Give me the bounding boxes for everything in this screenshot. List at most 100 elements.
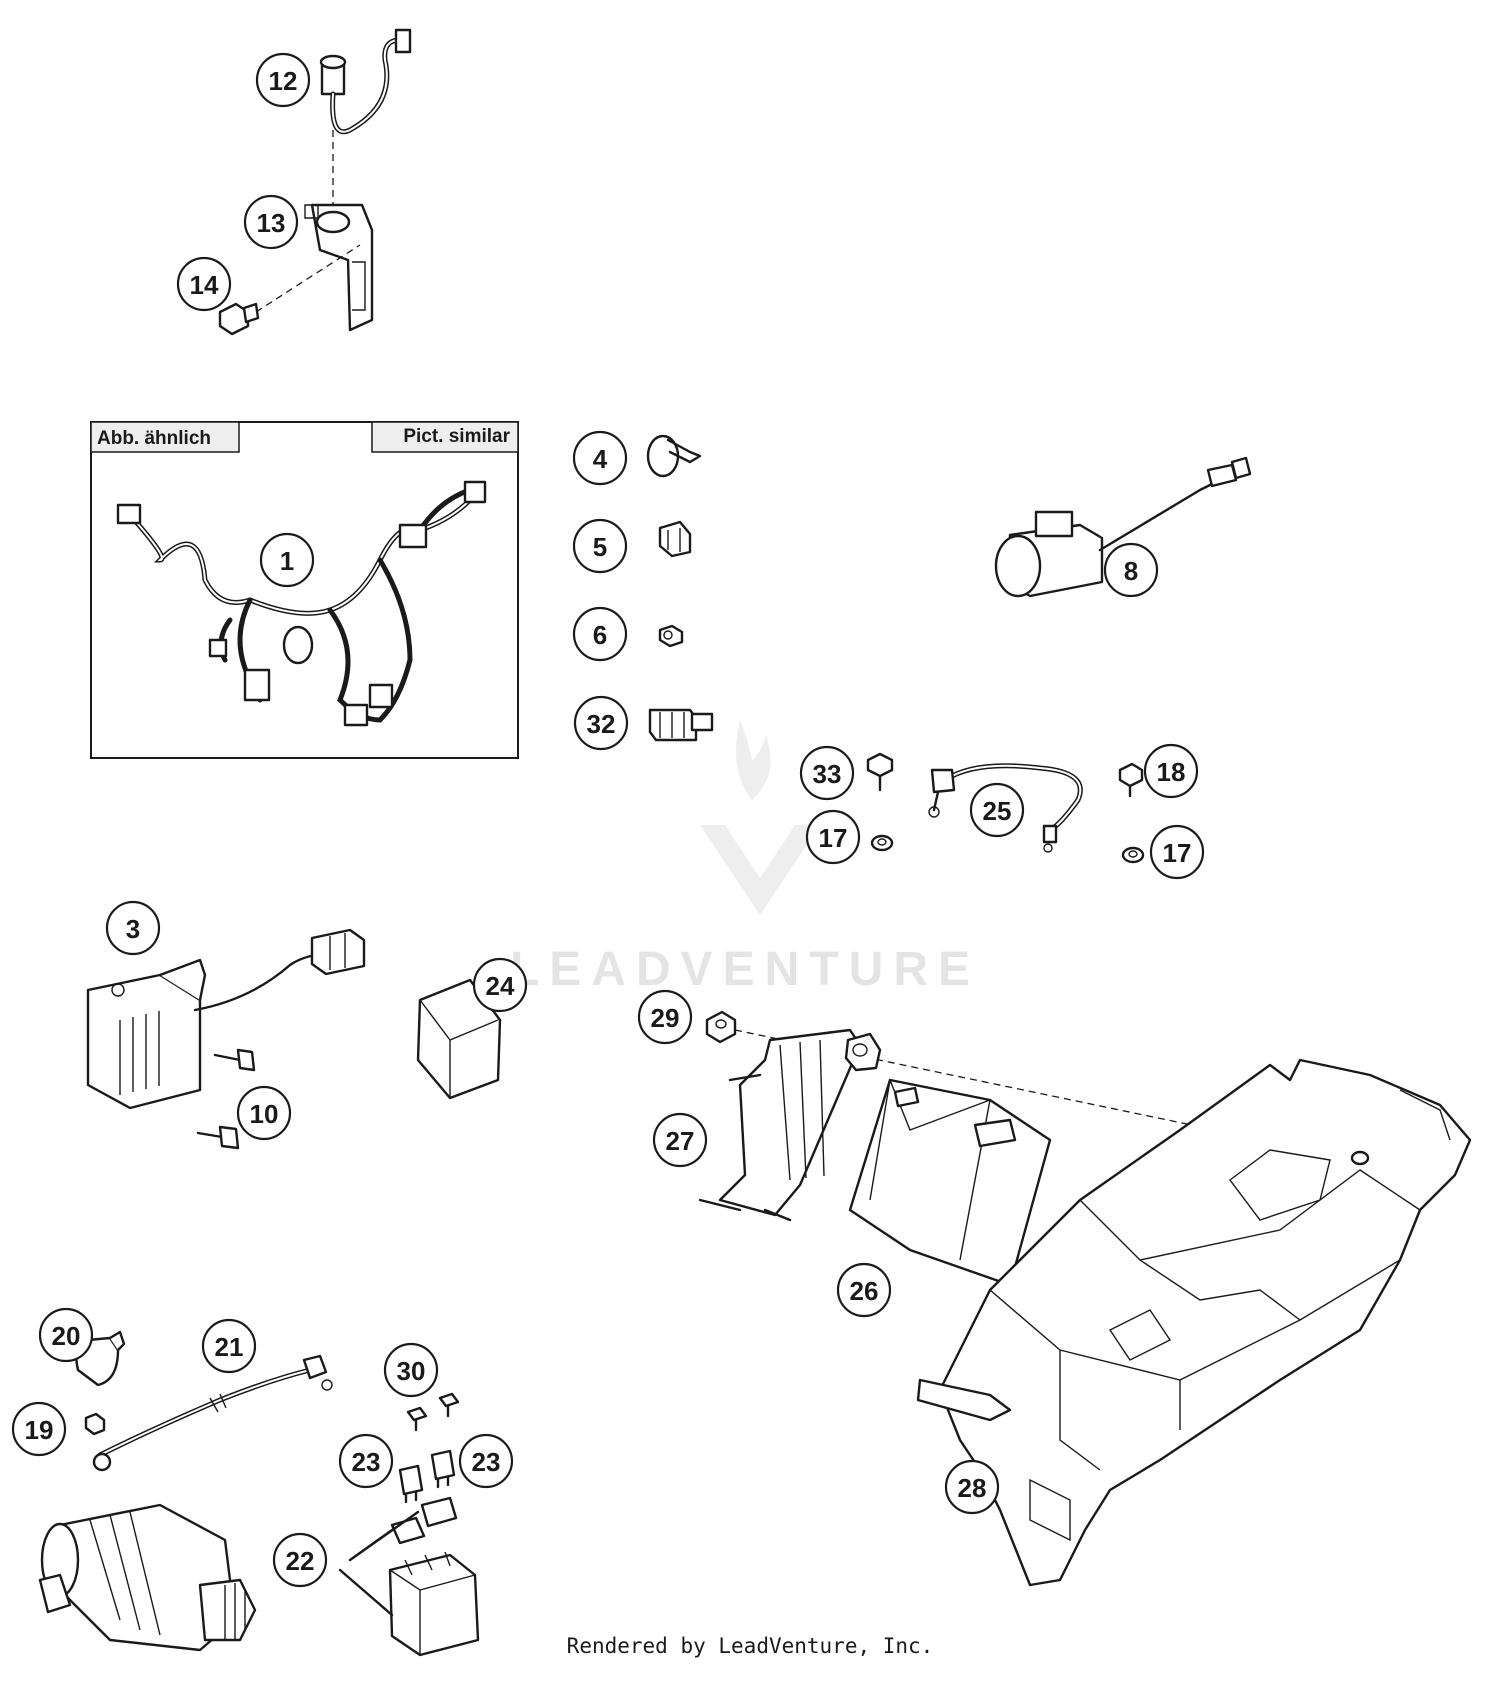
callout-number: 1 xyxy=(280,546,294,576)
callout-17: 17 xyxy=(805,809,861,865)
callout-33: 33 xyxy=(799,745,855,801)
callout-number: 26 xyxy=(850,1276,879,1306)
part-24-cover xyxy=(416,978,502,1100)
callout-circle xyxy=(944,1459,1000,1515)
callout-number: 32 xyxy=(587,709,616,739)
callout-circle xyxy=(105,900,161,956)
part-26-battery xyxy=(848,1078,1052,1287)
callout-21: 21 xyxy=(201,1318,257,1374)
callout-number: 12 xyxy=(269,66,298,96)
callout-number: 17 xyxy=(819,823,848,853)
callout-circle xyxy=(201,1318,257,1374)
label-pict-similar: Pict. similar xyxy=(403,426,510,447)
callout-circle xyxy=(259,532,315,588)
callout-circle xyxy=(799,745,855,801)
callout-circle xyxy=(652,1112,708,1168)
part-21-starter-cable xyxy=(92,1354,333,1472)
inset-frame: Abb. ähnlich Pict. similar xyxy=(90,421,519,759)
callout-circle xyxy=(572,430,628,486)
part-33-bolt xyxy=(866,752,894,792)
callout-circle xyxy=(243,194,299,250)
part-1-wiring-harness xyxy=(116,480,487,727)
callout-3: 3 xyxy=(105,900,161,956)
callout-13: 13 xyxy=(243,194,299,250)
callout-circle xyxy=(176,256,232,312)
callout-number: 19 xyxy=(25,1415,54,1445)
part-28-rear-fender xyxy=(916,1058,1472,1587)
callout-number: 21 xyxy=(215,1332,244,1362)
callout-circle xyxy=(836,1262,892,1318)
callout-32: 32 xyxy=(573,695,629,751)
callout-number: 20 xyxy=(52,1321,81,1351)
callout-number: 13 xyxy=(257,208,286,238)
callout-number: 3 xyxy=(126,914,140,944)
part-8-component-with-cable xyxy=(994,456,1252,598)
part-10-bolts xyxy=(196,1048,256,1150)
callout-circle xyxy=(383,1342,439,1398)
callout-circle xyxy=(338,1433,394,1489)
callout-1: 1 xyxy=(259,532,315,588)
callout-circle xyxy=(1143,743,1199,799)
callout-14: 14 xyxy=(176,256,232,312)
callout-12: 12 xyxy=(255,52,311,108)
callout-circle xyxy=(1103,542,1159,598)
part-23-fuses xyxy=(398,1449,456,1504)
callout-number: 14 xyxy=(190,270,219,300)
callout-30: 30 xyxy=(383,1342,439,1398)
callout-22: 22 xyxy=(272,1532,328,1588)
callout-circle xyxy=(458,1433,514,1489)
callout-number: 29 xyxy=(651,1003,680,1033)
callout-circle xyxy=(969,782,1025,838)
callout-number: 25 xyxy=(983,796,1012,826)
callout-6: 6 xyxy=(572,606,628,662)
callout-19: 19 xyxy=(11,1401,67,1457)
leadventure-watermark: LEADVENTURE xyxy=(510,720,980,996)
callout-number: 18 xyxy=(1157,757,1186,787)
part-12-switch-cable xyxy=(319,28,412,205)
callout-24: 24 xyxy=(472,957,528,1013)
callout-circle xyxy=(255,52,311,108)
callout-27: 27 xyxy=(652,1112,708,1168)
part-32-connector xyxy=(648,708,714,742)
callout-number: 4 xyxy=(593,444,608,474)
label-abb-aehnlich: Abb. ähnlich xyxy=(97,428,211,449)
callout-8: 8 xyxy=(1103,542,1159,598)
part-13-switch-bracket xyxy=(304,203,374,332)
part-14-bolt xyxy=(218,244,361,336)
callout-17: 17 xyxy=(1149,824,1205,880)
part-19-nut xyxy=(84,1412,106,1436)
callout-number: 22 xyxy=(286,1546,315,1576)
part-5-clip xyxy=(658,520,692,558)
part-22-fuse-box xyxy=(338,1496,480,1657)
part-4-cable-tie xyxy=(646,434,702,478)
callout-circle xyxy=(572,606,628,662)
callout-number: 27 xyxy=(666,1126,695,1156)
callout-circle xyxy=(637,989,693,1045)
callout-number: 10 xyxy=(250,1099,279,1129)
part-6-clip xyxy=(658,624,684,648)
callout-29: 29 xyxy=(637,989,693,1045)
part-30-screws xyxy=(406,1392,460,1432)
callout-number: 30 xyxy=(397,1356,426,1386)
callout-number: 17 xyxy=(1163,838,1192,868)
callout-number: 6 xyxy=(593,620,607,650)
part-18-bolt xyxy=(1118,762,1144,798)
callout-5: 5 xyxy=(572,518,628,574)
callout-4: 4 xyxy=(572,430,628,486)
callout-circle xyxy=(236,1085,292,1141)
callout-circle xyxy=(472,957,528,1013)
callout-23: 23 xyxy=(458,1433,514,1489)
callout-number: 5 xyxy=(593,532,607,562)
part-25-battery-cable xyxy=(928,763,1083,853)
render-credit: Rendered by LeadVenture, Inc. xyxy=(566,1634,934,1658)
callout-26: 26 xyxy=(836,1262,892,1318)
callout-20: 20 xyxy=(38,1307,94,1363)
callout-number: 23 xyxy=(472,1447,501,1477)
callout-circle xyxy=(572,518,628,574)
callout-circle xyxy=(11,1401,67,1457)
callout-number: 8 xyxy=(1124,556,1138,586)
callout-number: 28 xyxy=(958,1473,987,1503)
watermark-text: LEADVENTURE xyxy=(510,943,980,996)
callout-18: 18 xyxy=(1143,743,1199,799)
